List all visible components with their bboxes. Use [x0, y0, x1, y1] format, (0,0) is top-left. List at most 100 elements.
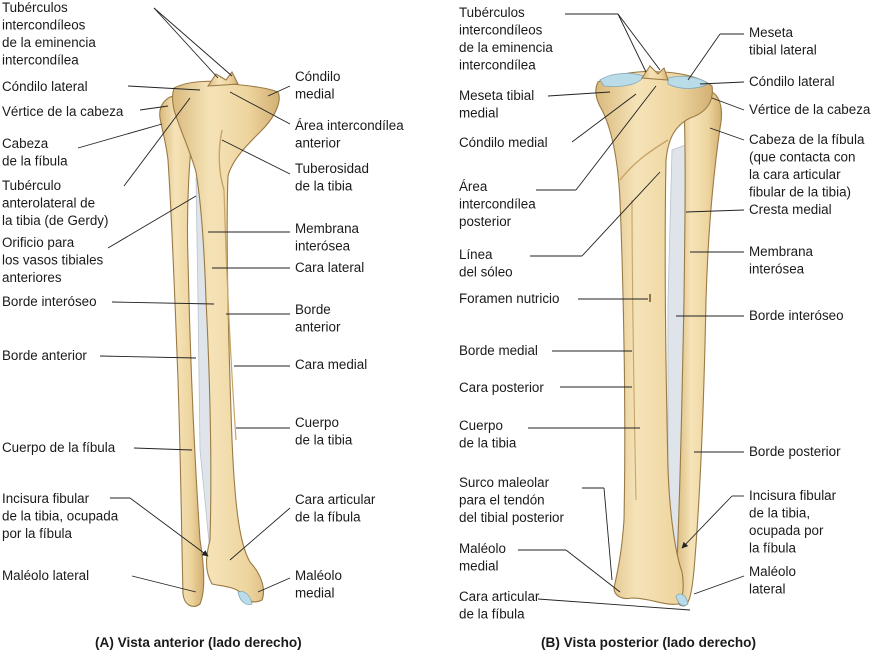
posterior-label-cabeza-fibula-line: la cara articular [749, 167, 841, 182]
anterior-label-condilo-medial: Cóndilo medial [295, 69, 340, 102]
posterior-label-tuberculos-line: Tubérculos [459, 5, 525, 20]
posterior-label-incisura-fibular-line: Incisura fibular [749, 488, 837, 503]
anterior-label-maleolo-medial-line: Maléolo [295, 568, 342, 583]
posterior-label-meseta-medial: Meseta tibial medial [459, 88, 534, 121]
anterior-label-cabeza-fibula: Cabeza de la fíbula [2, 136, 68, 169]
anterior-label-condilo-medial-line: medial [295, 87, 334, 102]
posterior-label-vertice-cabeza-line: Vértice de la cabeza [749, 102, 871, 117]
posterior-label-borde-interoseo-line: Borde interóseo [749, 308, 844, 323]
posterior-label-meseta-medial-line: medial [459, 106, 498, 121]
posterior-fibula [674, 89, 723, 607]
anterior-label-borde-anterior-fibula-line: Borde anterior [2, 348, 87, 363]
anterior-label-borde-interoseo: Borde interóseo [2, 294, 97, 309]
caption-posterior: (B) Vista posterior (lado derecho) [541, 635, 756, 650]
posterior-label-incisura-fibular-line: de la tibia, [749, 506, 810, 521]
anterior-tibia [171, 80, 280, 603]
posterior-label-area-posterior-line: posterior [459, 214, 512, 229]
posterior-label-maleolo-medial-line: medial [459, 559, 498, 574]
posterior-label-cuerpo-tibia-line: de la tibia [459, 436, 517, 451]
anterior-label-vertice-cabeza-line: Vértice de la cabeza [2, 104, 124, 119]
posterior-label-tuberculos-line: intercondílea [459, 58, 536, 73]
anterior-label-membrana-line: interósea [295, 239, 351, 254]
posterior-label-linea-soleo-line: del sóleo [459, 265, 513, 280]
posterior-label-meseta-lateral-line: Meseta [749, 25, 793, 40]
posterior-label-cabeza-fibula-line: fibular de la tibia) [749, 185, 851, 200]
anterior-label-incisura-fibular-line: por la fíbula [2, 526, 73, 541]
anterior-label-borde-anterior-tibia-line: anterior [295, 320, 341, 335]
anterior-label-cabeza-fibula-line: de la fíbula [2, 154, 68, 169]
anterior-label-membrana-line: Membrana [295, 221, 360, 236]
posterior-label-surco-maleolar-line: del tibial posterior [459, 510, 564, 525]
anterior-view-illustration [159, 70, 280, 607]
posterior-tibia [595, 70, 713, 605]
anterior-label-borde-anterior-tibia-line: Borde [295, 302, 331, 317]
posterior-label-cresta-medial-line: Cresta medial [749, 202, 832, 217]
posterior-label-cabeza-fibula-line: Cabeza de la fíbula [749, 132, 865, 147]
anterior-leader-lines [77, 7, 291, 593]
posterior-label-borde-medial: Borde medial [459, 343, 538, 358]
anterior-label-tuberculo-gerdy-line: la tibia (de Gerdy) [2, 213, 108, 228]
anterior-label-maleolo-lateral-line: Maléolo lateral [2, 568, 89, 583]
anterior-malleolus-cartilage [237, 591, 253, 605]
anterior-label-tuberculos-line: Tubérculos [2, 0, 68, 15]
posterior-label-cabeza-fibula-line: (que contacta con [749, 150, 855, 165]
anterior-label-cuerpo-fibula: Cuerpo de la fíbula [2, 440, 116, 455]
anterior-label-tuberculos-line: intercondílea [2, 53, 79, 68]
anterior-label-incisura-fibular: Incisura fibular de la tibia, ocupada por … [2, 491, 119, 541]
anterior-label-condilo-lateral: Cóndilo lateral [2, 79, 88, 94]
posterior-label-maleolo-lateral-line: lateral [749, 582, 785, 597]
posterior-label-maleolo-lateral-line: Maléolo [749, 564, 796, 579]
posterior-label-condilo-lateral-line: Cóndilo lateral [749, 74, 835, 89]
anterior-label-cabeza-fibula-line: Cabeza [2, 136, 49, 151]
posterior-malleolus-cartilage [675, 593, 689, 606]
anterior-label-membrana: Membrana interósea [295, 221, 360, 254]
posterior-label-condilo-lateral: Cóndilo lateral [749, 74, 835, 89]
anterior-intercondylar-eminence [206, 70, 239, 87]
posterior-label-cara-posterior: Cara posterior [459, 380, 544, 395]
posterior-lateral-plateau [667, 76, 709, 89]
posterior-label-cuerpo-tibia-line: Cuerpo [459, 418, 503, 433]
posterior-label-condilo-medial-line: Cóndilo medial [459, 135, 548, 150]
anterior-label-borde-anterior-tibia: Borde anterior [295, 302, 341, 335]
anterior-label-tuberculo-gerdy-line: Tubérculo [2, 178, 61, 193]
anterior-label-incisura-fibular-line: de la tibia, ocupada [2, 509, 119, 524]
anterior-label-cara-articular-line: Cara articular [295, 492, 376, 507]
posterior-label-condilo-medial: Cóndilo medial [459, 135, 548, 150]
anterior-label-orificio-vasos-line: anteriores [2, 270, 62, 285]
posterior-label-foramen: Foramen nutricio [459, 291, 559, 306]
anterior-label-area-intercondilea-line: Área intercondílea [295, 118, 404, 133]
anterior-label-condilo-medial-line: Cóndilo [295, 69, 340, 84]
anterior-label-condilo-lateral-line: Cóndilo lateral [2, 79, 88, 94]
posterior-label-cara-articular-line: de la fíbula [459, 607, 525, 622]
posterior-leader-lines [518, 13, 745, 611]
posterior-label-vertice-cabeza: Vértice de la cabeza [749, 102, 871, 117]
posterior-label-cara-posterior-line: Cara posterior [459, 380, 544, 395]
anterior-label-incisura-fibular-line: Incisura fibular [2, 491, 90, 506]
anterior-label-tuberculos-line: de la eminencia [2, 35, 96, 50]
anterior-label-cara-lateral-line: Cara lateral [295, 260, 364, 275]
posterior-label-membrana-line: interósea [749, 262, 805, 277]
anterior-label-orificio-vasos-line: Orificio para [2, 235, 75, 250]
posterior-label-tuberculos-line: de la eminencia [459, 40, 553, 55]
anterior-label-maleolo-medial: Maléolo medial [295, 568, 342, 601]
posterior-label-borde-interoseo: Borde interóseo [749, 308, 844, 323]
posterior-label-cresta-medial: Cresta medial [749, 202, 832, 217]
posterior-label-area-posterior-line: intercondílea [459, 197, 536, 212]
posterior-label-area-posterior-line: Área [459, 179, 488, 194]
posterior-label-foramen-line: Foramen nutricio [459, 291, 559, 306]
anterior-label-cara-medial: Cara medial [295, 357, 367, 372]
posterior-label-cabeza-fibula: Cabeza de la fíbula (que contacta con la c… [749, 132, 865, 200]
anterior-label-maleolo-medial-line: medial [295, 586, 334, 601]
posterior-label-meseta-medial-line: Meseta tibial [459, 88, 534, 103]
